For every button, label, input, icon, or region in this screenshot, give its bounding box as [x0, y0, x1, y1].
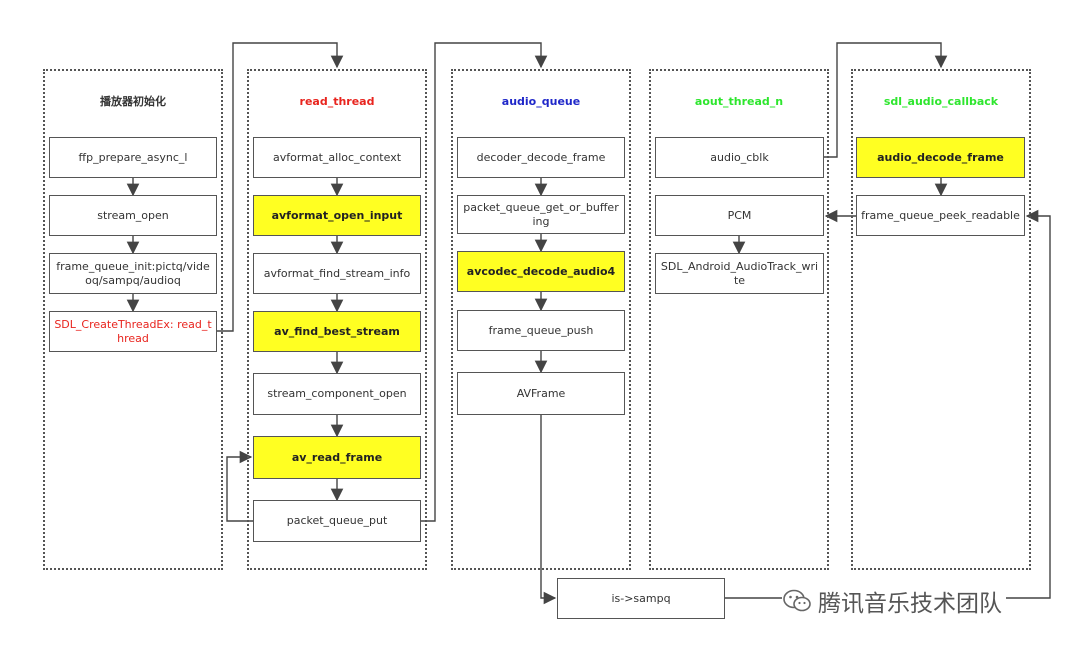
arrow-create-thread: [217, 42, 344, 332]
arrow-to-callback: [824, 42, 948, 158]
watermark-text: 腾讯音乐技术团队: [818, 591, 1002, 617]
column-title: aout_thread_n: [694, 95, 784, 108]
node-pcm: PCM: [655, 195, 824, 236]
column-title: audio_queue: [501, 95, 581, 108]
node-frame-queue-init: frame_queue_init:pictq/videoq/sampq/audi…: [49, 253, 217, 294]
arrow-read-loop: [226, 450, 253, 522]
node-decoder-decode-frame: decoder_decode_frame: [457, 137, 625, 178]
column-title: sdl_audio_callback: [883, 95, 999, 108]
node-avcodec-decode-audio4: avcodec_decode_audio4: [457, 251, 625, 292]
node-sdl-create-thread: SDL_CreateThreadEx: read_thread: [49, 311, 217, 352]
wechat-icon: [783, 589, 811, 612]
column-sdl-audio-callback: [851, 69, 1031, 570]
node-audio-decode-frame: audio_decode_frame: [856, 137, 1025, 178]
watermark: 腾讯音乐技术团队: [782, 586, 1006, 617]
node-audio-cblk: audio_cblk: [655, 137, 824, 178]
node-avformat-alloc-context: avformat_alloc_context: [253, 137, 421, 178]
node-av-find-best-stream: av_find_best_stream: [253, 311, 421, 352]
node-avformat-open-input: avformat_open_input: [253, 195, 421, 236]
node-packet-queue-put: packet_queue_put: [253, 500, 421, 542]
node-ffp-prepare-async: ffp_prepare_async_l: [49, 137, 217, 178]
node-is-sampq: is->sampq: [557, 578, 725, 619]
node-avformat-find-stream-info: avformat_find_stream_info: [253, 253, 421, 294]
arrow-to-sampq: [540, 415, 557, 605]
column-read-thread: [247, 69, 427, 570]
node-av-read-frame: av_read_frame: [253, 436, 421, 479]
node-sdl-android-audiotrack-write: SDL_Android_AudioTrack_write: [655, 253, 824, 294]
column-audio-queue: [451, 69, 631, 570]
node-avframe: AVFrame: [457, 372, 625, 415]
column-title: 播放器初始化: [100, 95, 166, 108]
node-packet-queue-get-or-buffering: packet_queue_get_or_buffering: [457, 195, 625, 234]
arrow-to-audio-queue: [421, 42, 548, 522]
column-player-init: [43, 69, 223, 570]
node-frame-queue-peek-readable: frame_queue_peek_readable: [856, 195, 1025, 236]
column-title: read_thread: [299, 95, 375, 108]
node-frame-queue-push: frame_queue_push: [457, 310, 625, 351]
column-aout-thread: [649, 69, 829, 570]
node-stream-open: stream_open: [49, 195, 217, 236]
node-stream-component-open: stream_component_open: [253, 373, 421, 415]
